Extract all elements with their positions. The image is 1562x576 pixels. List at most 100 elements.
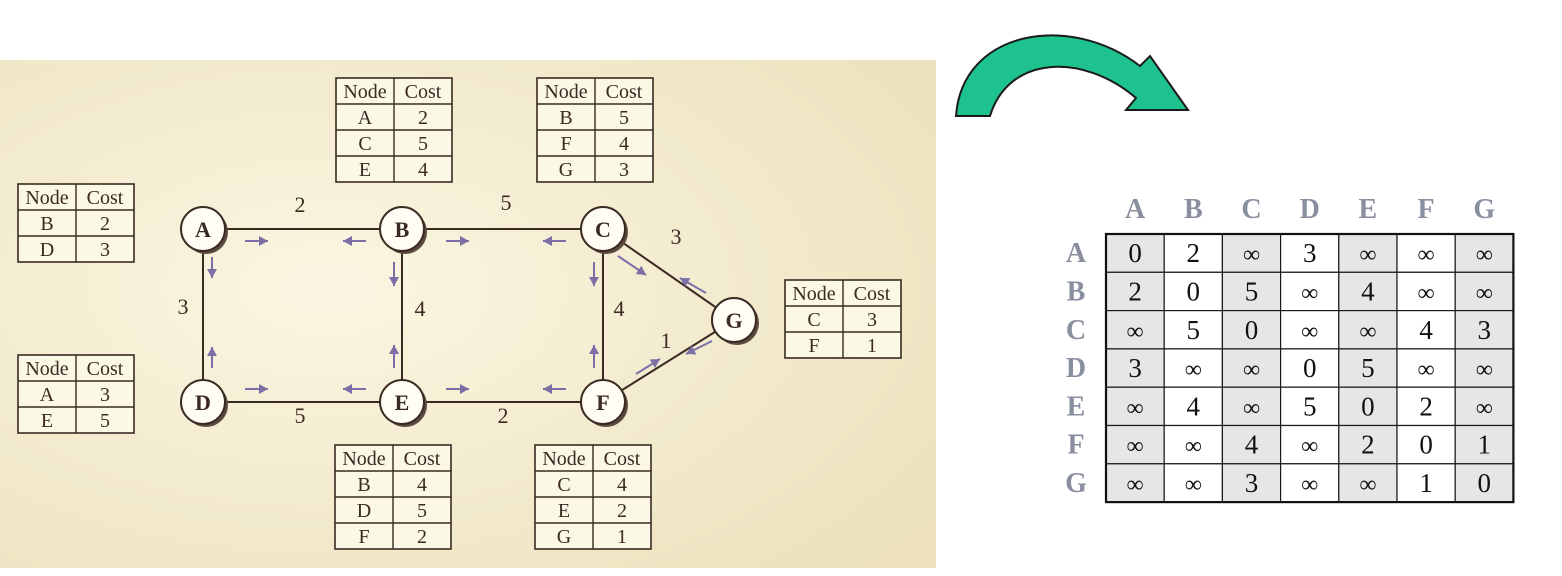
link-cost-label: 1 [661,328,672,353]
node-g: G [711,297,759,345]
matrix-cell-value: ∞ [1418,242,1435,268]
matrix-cell-value: ∞ [1127,434,1144,460]
matrix-cell [1454,424,1515,465]
table-header-cell: Cost [405,81,442,103]
link-cost-label: 3 [671,224,682,249]
node-e: E [379,379,427,427]
matrix-cell-value: ∞ [1476,242,1493,268]
matrix-cell [1280,309,1340,350]
matrix-cell-value: 4 [1187,391,1201,421]
node-label: E [395,390,410,415]
matrix-row-header: A [1066,238,1087,269]
advertisement-arrow-icon [446,236,469,246]
matrix-cell [1396,386,1456,427]
table-cell: 4 [619,133,629,155]
table-cell: 3 [619,159,629,181]
matrix-row-header: B [1067,276,1086,307]
matrix-cell-value: ∞ [1243,395,1260,421]
matrix-cell-value: 4 [1245,430,1259,460]
matrix-cell-value: 5 [1303,391,1317,421]
link-cost-label: 3 [178,294,189,319]
table-cell: D [357,500,371,522]
matrix-cell-value: ∞ [1301,280,1318,306]
link-c-g [602,228,735,321]
table-header-cell: Cost [606,81,643,103]
table-cell: 2 [417,526,427,548]
matrix-cell-value: ∞ [1243,357,1260,383]
matrix-col-header: A [1125,194,1146,225]
matrix-cell-value: 0 [1419,430,1433,460]
matrix-cell [1454,309,1515,350]
node-f: F [580,379,628,427]
matrix-cell [1105,463,1165,503]
table-cell: 5 [100,410,110,432]
table-cell: A [40,384,55,406]
table-cell: B [559,107,572,129]
table-header-cell: Cost [87,358,124,380]
matrix-cell-value: 0 [1245,315,1259,345]
table-cell: 3 [100,239,110,261]
matrix-cell-value: 3 [1128,353,1142,383]
table-header-cell: Node [343,81,386,103]
advertisement-arrow-icon [679,277,707,294]
table-cell: C [358,133,371,155]
matrix-cell-value: 0 [1187,276,1201,306]
matrix-row-header: F [1067,430,1084,461]
node-b: B [379,206,427,254]
advertisement-arrow-icon [446,384,469,394]
matrix-cell [1454,463,1515,503]
matrix-cell-value: ∞ [1127,472,1144,498]
advertisement-arrow-icon [635,358,661,375]
link-cost-label: 5 [501,190,512,215]
link-cost-label: 2 [498,403,509,428]
node-c: C [580,206,628,254]
table-cell: C [807,309,820,331]
table-cell: E [558,500,570,522]
matrix-cell-value: ∞ [1127,395,1144,421]
advertisement-arrow-icon [617,255,647,276]
matrix-cell-value: 2 [1187,238,1201,268]
advertisement-arrow-icon [589,262,599,286]
matrix-row-header: C [1066,315,1086,346]
table-header-cell: Node [25,358,68,380]
advertisement-arrow-icon [207,257,217,278]
advertisement-arrow-icon [589,345,599,368]
matrix-col-header: B [1184,194,1203,225]
table-header-cell: Node [342,448,385,470]
link-cost-label: 2 [295,192,306,217]
table-cell: A [358,107,373,129]
table-cell: C [557,474,570,496]
matrix-cell-value: 5 [1245,276,1259,306]
table-cell: G [557,526,571,548]
table-cell: 5 [619,107,629,129]
matrix-cell-value: 0 [1478,468,1492,498]
matrix-cell [1338,348,1398,388]
table-cell: 2 [617,500,627,522]
table-header-cell: Cost [854,283,891,305]
table-cell: E [359,159,371,181]
matrix-cell [1396,424,1456,465]
table-cell: 5 [417,500,427,522]
table-cell: F [358,526,369,548]
table-header-cell: Cost [604,448,641,470]
matrix-cell [1280,386,1340,427]
matrix-cell-value: 0 [1128,238,1142,268]
table-cell: B [40,213,53,235]
matrix-cell-value: 5 [1187,315,1201,345]
matrix-cell [1163,348,1223,388]
matrix-cell-value: 2 [1128,276,1142,306]
table-cell: D [40,239,54,261]
table-header-cell: Node [25,187,68,209]
matrix-cell-value: ∞ [1127,319,1144,345]
matrix-col-header: F [1418,194,1435,225]
table-header-cell: Node [542,448,585,470]
matrix-cell-value: ∞ [1359,242,1376,268]
advertisement-arrow-icon [389,345,399,368]
matrix-cell-value: 1 [1419,468,1433,498]
